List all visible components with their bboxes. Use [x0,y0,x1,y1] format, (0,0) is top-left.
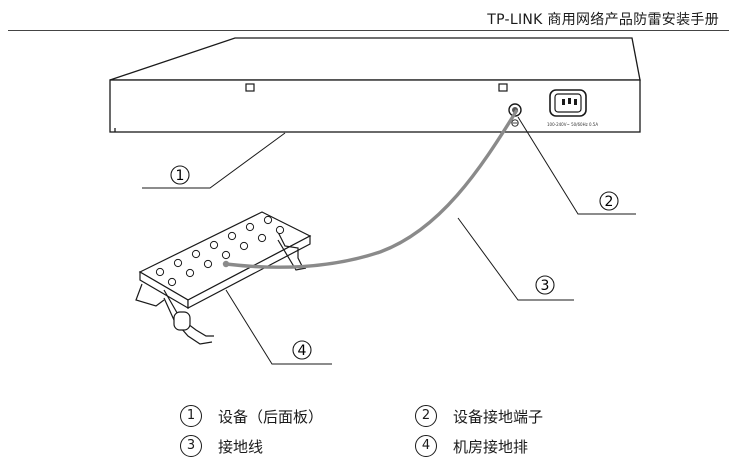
callout-1-number: 1 [176,168,185,184]
callout-2-number: 2 [605,194,614,210]
power-socket-icon [549,89,587,117]
legend-number: 2 [415,405,437,427]
mount-slot-left [245,83,255,92]
legend: 1 设备（后面板） 2 设备接地端子 3 接地线 4 机房接地排 [0,395,737,458]
device-chassis [109,37,641,133]
legend-item-1: 1 设备（后面板） [180,405,323,427]
legend-item-4: 4 机房接地排 [415,435,528,457]
legend-label: 机房接地排 [453,437,529,456]
callout-4-number: 4 [298,343,307,359]
grounding-wire [225,109,519,269]
leader-4 [225,289,332,365]
callout-3: 3 [535,275,555,295]
power-rating-label: 100-240V~ 50/60Hz 0.5A [547,122,598,127]
callout-2: 2 [599,191,619,211]
legend-number: 1 [180,405,202,427]
callout-3-number: 3 [541,278,550,294]
header-rule [8,30,729,31]
chassis-top [109,37,641,81]
wire-lug [222,260,230,268]
bar-bolt-holes [155,215,285,287]
grounding-bar [135,211,312,345]
legend-label: 设备接地端子 [453,407,544,426]
mount-slot-right [498,83,508,92]
callout-4: 4 [292,340,312,360]
leader-2 [517,116,636,215]
grounding-diagram: 100-240V~ 50/60Hz 0.5A [109,37,641,365]
leader-3 [457,217,574,301]
legend-item-2: 2 设备接地端子 [415,405,543,427]
leader-lines [142,116,636,365]
legend-number: 3 [180,435,202,457]
legend-label: 接地线 [218,437,264,456]
legend-label: 设备（后面板） [218,407,324,426]
callout-1: 1 [170,165,190,185]
leader-1 [142,132,286,189]
page-header: TP-LINK 商用网络产品防雷安装手册 [0,0,737,32]
legend-number: 4 [415,435,437,457]
header-title: TP-LINK 商用网络产品防雷安装手册 [487,12,719,28]
legend-item-3: 3 接地线 [180,435,263,457]
